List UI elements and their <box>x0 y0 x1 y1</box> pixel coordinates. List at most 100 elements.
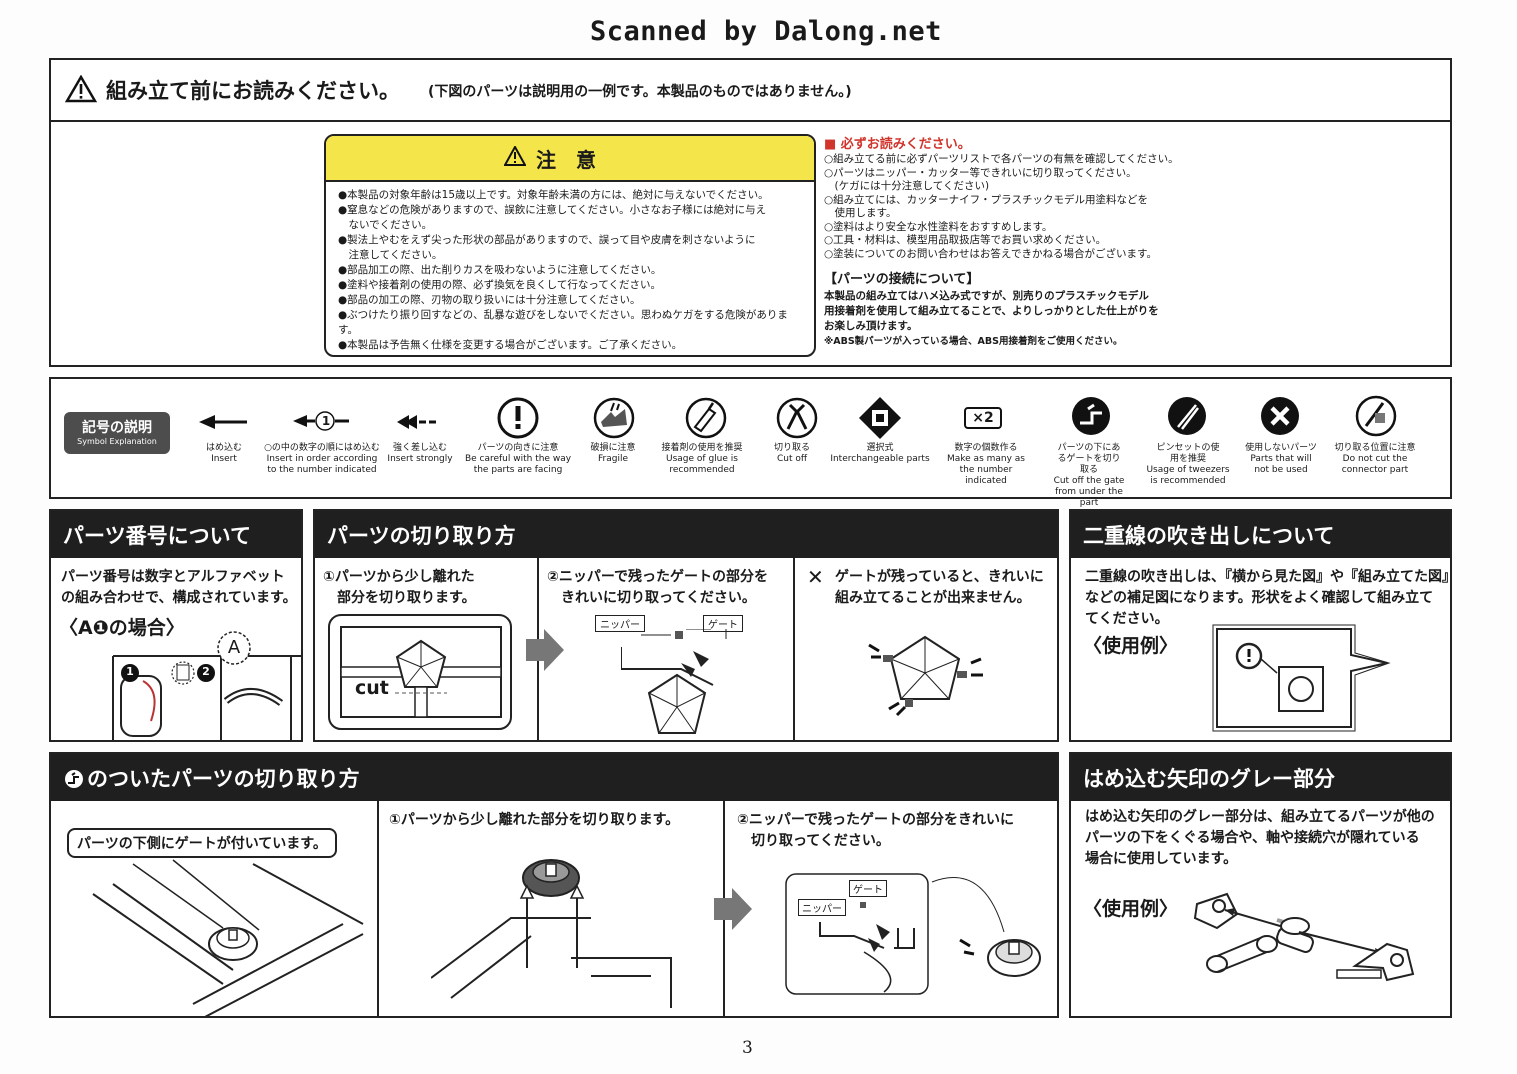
gate-step2: ②ニッパーで残ったゲートの部分をきれいに 切り取ってください。 <box>737 812 1015 849</box>
gate-under-icon <box>1072 397 1110 435</box>
symbols-badge-en: Symbol Explanation <box>77 437 157 446</box>
caution-item: ないでください。 <box>338 219 433 231</box>
connection-line: 本製品の組み立てはハメ込み式ですが、別売りのプラスチックモデル <box>824 290 1149 302</box>
cutting-section: パーツの切り取り方 ①パーツから少し離れた 部分を切り取ります。 cut ②ニッ… <box>313 509 1059 742</box>
step2-diagram <box>621 629 727 734</box>
grey-arrow-text: はめ込む矢印のグレー部分は、組み立てるパーツが他の パーツの下をくぐる場合や、軸… <box>1085 809 1435 867</box>
tweezers-icon <box>1168 397 1206 435</box>
read-before-title: 組み立て前にお読みください。 <box>106 79 400 103</box>
gate-label: ゲート <box>703 615 743 632</box>
must-read-item: 使用します。 <box>824 207 897 219</box>
nipper-label: ニッパー <box>595 615 645 632</box>
symbols-badge: 記号の説明 Symbol Explanation <box>64 412 170 454</box>
cut-position-icon <box>1355 395 1397 437</box>
arrow-right-icon <box>526 629 564 671</box>
insert-strongly-icon <box>397 415 436 429</box>
grey-arrow-example: 〈使用例〉 <box>1083 898 1179 920</box>
connection-line: お楽しみ頂けます。 <box>824 320 918 332</box>
gate-parts-header: のついたパーツの切り取り方 <box>51 754 1057 801</box>
gate-step2-diagram <box>785 873 1041 995</box>
read-before-header: 組み立て前にお読みください。 (下図のパーツは説明用の一例です。本製品のものでは… <box>51 60 1450 122</box>
orientation-warning-icon <box>497 397 539 439</box>
gate-runner-diagram <box>92 859 364 1016</box>
scan-banner: Scanned by Dalong.net <box>590 16 942 47</box>
caution-item: 注意してください。 <box>338 249 443 261</box>
caution-item: ●部品加工の際、出た削りカスを吸わないように注意してください。 <box>338 264 662 276</box>
arrow-right-icon <box>714 888 752 930</box>
caution-item: ●窒息などの危険がありますので、誤飲に注意してください。小さなお子様には絶対に与… <box>338 204 767 216</box>
must-read-item: ○塗装についてのお問い合わせはお答えできかねる場合がございます。 <box>824 247 1157 260</box>
symbols-section: 記号の説明 Symbol Explanation 1 ×2 <box>49 377 1452 508</box>
must-read-block: ■ 必ずお読みください。 ○組み立てる前に必ずパーツリストで各パーツの有無を確認… <box>824 136 1204 350</box>
must-read-item: ○工具・材料は、模型用品取扱店等でお買い求めください。 <box>824 234 1107 246</box>
cutting-header: パーツの切り取り方 <box>315 511 1057 558</box>
must-read-item: ○組み立てには、カッターナイフ・プラスチックモデル用塗料などを <box>824 193 1148 206</box>
runner-diagram <box>112 631 301 740</box>
ordered-insert-number: 1 <box>321 414 331 428</box>
must-read-item: ○パーツはニッパー・カッター等できれいに切り取ってください。 <box>824 166 1137 179</box>
gate-parts-section: のついたパーツの切り取り方 パーツの下側にゲートが付いています。 ①パーツから少… <box>49 752 1059 1018</box>
caution-header: 注 意 <box>326 136 814 182</box>
connection-line: 用接着剤を使用して組み立てることで、よりしっかりとした仕上がりを <box>824 305 1159 317</box>
caution-title: 注 意 <box>536 148 596 172</box>
part-number-section: パーツ番号について パーツ番号は数字とアルファベット の組み合わせで、構成されて… <box>49 509 303 742</box>
bad-diagram <box>868 635 983 717</box>
double-line-header: 二重線の吹き出しについて <box>1071 511 1450 558</box>
step1-diagram <box>328 614 512 730</box>
make-count-icon: ×2 <box>964 407 1002 429</box>
gate-gate-label: ゲート <box>849 880 887 897</box>
fragile-icon <box>593 397 635 439</box>
page-number: 3 <box>742 1038 753 1058</box>
part-letter: A <box>227 637 241 658</box>
interchangeable-icon <box>859 397 901 439</box>
caution-item: ●部品の加工の際、刃物の取り扱いには十分注意してください。 <box>338 294 641 306</box>
double-line-text: 二重線の吹き出しは、『横から見た図』や『組み立てた図』 などの補足図になります。… <box>1085 569 1452 627</box>
must-read-item: (ケガには十分注意してください) <box>824 180 990 192</box>
part-number-text: パーツ番号は数字とアルファベット の組み合わせで、構成されています。 <box>61 569 297 606</box>
part-num-1: 1 <box>126 665 134 678</box>
grey-arrow-section: はめ込む矢印のグレー部分 はめ込む矢印のグレー部分は、組み立てるパーツが他の パ… <box>1069 752 1452 1018</box>
caution-item: ●本製品は予告無く仕様を変更する場合がございます。ご了承ください。 <box>338 339 683 351</box>
caution-item: ●塗料や接着剤の使用の際、必ず換気を良くして行なってください。 <box>338 279 662 291</box>
cut-label: cut <box>355 677 389 699</box>
caution-item: ●ぶつけたり振り回すなどの、乱暴な遊びをしないでください。思わぬケガをする危険が… <box>338 309 788 336</box>
warning-icon <box>65 75 97 103</box>
read-before-subtitle: (下図のパーツは説明用の一例です。本製品のものではありません。) <box>428 84 852 100</box>
cut-off-icon <box>776 397 818 439</box>
glue-icon <box>685 397 727 439</box>
caution-item: ●製法上やむをえず尖った形状の部品がありますので、誤って目や皮膚を刺さないように <box>338 234 756 246</box>
ordered-insert-icon <box>293 411 349 431</box>
part-number-header: パーツ番号について <box>51 511 301 558</box>
caution-item: ●本製品の対象年齢は15歳以上です。対象年齢未満の方には、絶対に与えないでくださ… <box>338 189 769 201</box>
caution-list: ●本製品の対象年齢は15歳以上です。対象年齢未満の方には、絶対に与えないでくださ… <box>326 182 814 353</box>
part-number-example: 〈A❶の場合〉 <box>59 617 185 639</box>
read-before-section: 組み立て前にお読みください。 (下図のパーツは説明用の一例です。本製品のものでは… <box>49 58 1452 367</box>
gate-step1-diagram <box>431 859 672 1008</box>
gate-step1: ①パーツから少し離れた部分を切り取ります。 <box>389 812 680 828</box>
insert-arrow-icon <box>199 415 247 429</box>
double-line-example: 〈使用例〉 <box>1083 635 1179 657</box>
cutting-step1: ①パーツから少し離れた 部分を切り取ります。 <box>323 569 476 606</box>
cutting-step2: ②ニッパーで残ったゲートの部分を きれいに切り取ってください。 <box>547 569 769 606</box>
double-line-bubble <box>1212 624 1391 732</box>
warning-icon <box>504 146 526 166</box>
part-num-2: 2 <box>202 665 210 678</box>
cutting-bad-text: ゲートが残っていると、きれいに組み立てることが出来ません。 <box>835 569 1044 606</box>
must-read-item: ○塗料はより安全な水性塗料をおすすめします。 <box>824 220 1053 233</box>
not-used-icon <box>1261 397 1299 435</box>
abs-note: ※ABS製パーツが入っている場合、ABS用接着剤をご使用ください。 <box>824 336 1123 347</box>
grey-arrow-diagram <box>1193 892 1415 982</box>
divider <box>793 558 795 740</box>
